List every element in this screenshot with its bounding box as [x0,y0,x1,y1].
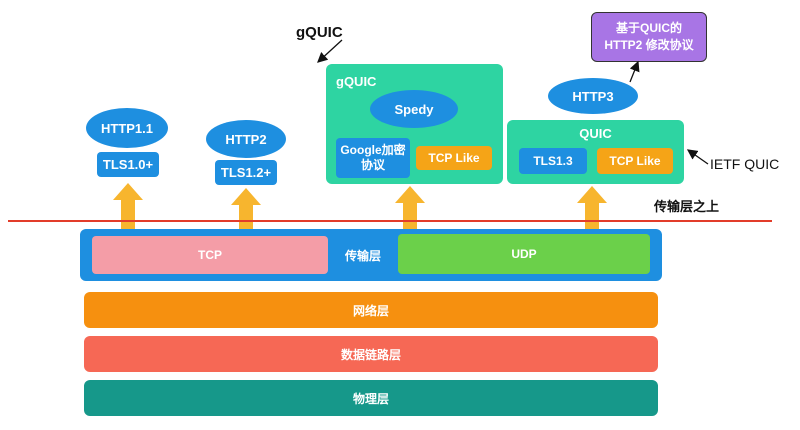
http2-modified-note-text: 基于QUIC的 HTTP2 修改协议 [604,21,694,52]
up-arrow-gquic [395,186,425,229]
tls13-box: TLS1.3 [519,148,587,174]
arrow-head [113,183,143,200]
http2-label: HTTP2 [225,131,267,147]
http11-label: HTTP1.1 [100,120,153,136]
http11-oval: HTTP1.1 [86,108,168,148]
transport-layer: TCP 传输层 UDP [80,229,662,281]
google-crypto-label: Google加密协议 [340,143,406,172]
tls12-label: TLS1.2+ [220,165,272,180]
datalink-label: 数据链路层 [340,347,401,362]
tls10-box: TLS1.0+ [97,152,159,177]
tls13-label: TLS1.3 [533,154,573,168]
transport-label-wrap: 传输层 [330,236,396,274]
spedy-oval: Spedy [370,90,458,128]
quic-box: QUIC TLS1.3 TCP Like [507,120,684,184]
quic-tcplike-box: TCP Like [597,148,673,174]
gquic-tcplike-box: TCP Like [416,146,492,170]
datalink-layer: 数据链路层 [84,336,658,372]
gquic-tcplike-label: TCP Like [428,151,480,165]
arrow-head [577,186,607,203]
transport-label: 传输层 [344,248,381,263]
http3-label: HTTP3 [572,88,614,104]
physical-layer: 物理层 [84,380,658,416]
arrow-head [231,188,261,205]
tcp-label: TCP [198,248,222,262]
gquic-pointer-arrow [317,39,343,63]
udp-block: UDP [398,234,650,274]
ietf-quic-title: IETF QUIC [710,156,780,172]
gquic-inner-label: gQUIC [336,74,377,89]
tls12-box: TLS1.2+ [215,160,277,185]
http2-oval: HTTP2 [206,120,286,158]
spedy-label: Spedy [394,101,434,117]
arrow-shaft [121,200,135,229]
transport-divider-line [8,220,772,222]
http2-modified-note: 基于QUIC的 HTTP2 修改协议 [591,12,707,62]
http3-oval: HTTP3 [548,78,638,114]
up-arrow-http2 [231,188,261,229]
network-label: 网络层 [352,303,389,318]
up-arrow-http11 [113,183,143,229]
ietf-quic-pointer-arrow [686,149,709,165]
arrow-shaft [585,203,599,229]
tcp-block: TCP [92,236,328,274]
physical-label: 物理层 [352,391,389,406]
gquic-box: gQUIC Spedy Google加密协议 TCP Like [326,64,503,184]
arrow-shaft [239,205,253,229]
udp-label: UDP [511,247,537,261]
gquic-title: gQUIC [296,24,343,41]
google-crypto-box: Google加密协议 [336,138,410,178]
tls10-label: TLS1.0+ [102,157,154,172]
quic-tcplike-label: TCP Like [609,154,661,168]
network-layer: 网络层 [84,292,658,328]
arrow-shaft [403,203,417,229]
up-arrow-quic [577,186,607,229]
note-pointer-arrow [629,60,640,83]
arrow-head [395,186,425,203]
divider-label: 传输层之上 [654,199,720,214]
quic-label: QUIC [579,126,612,141]
